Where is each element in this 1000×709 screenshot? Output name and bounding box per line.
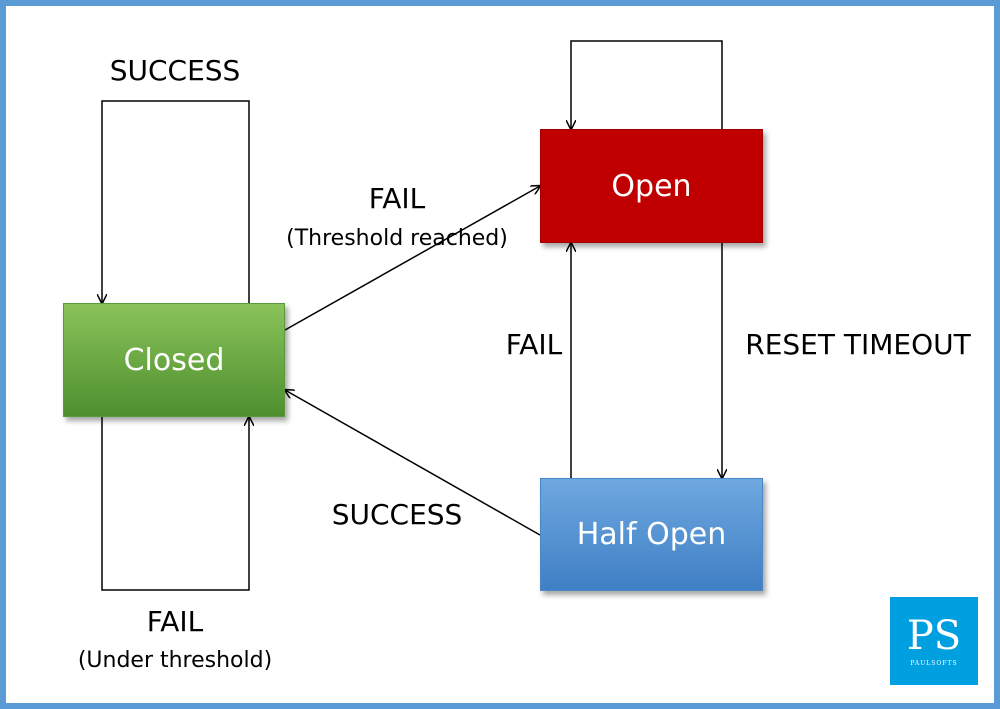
logo-mark: PS <box>906 612 962 659</box>
closed-success-loop <box>102 100 250 303</box>
state-open-label: Open <box>611 168 692 204</box>
state-open: Open <box>540 129 763 243</box>
state-half-open: Half Open <box>540 478 763 591</box>
halfopen-to-closed-label: SUCCESS <box>331 498 463 531</box>
closed-success-label: SUCCESS <box>109 54 241 87</box>
halfopen-to-closed-arrow <box>285 390 541 536</box>
halfopen-to-open-label: FAIL <box>505 328 563 361</box>
open-self-loop <box>571 40 723 129</box>
open-to-halfopen-label: RESET TIMEOUT <box>745 328 971 361</box>
logo-brand: PAULSOFTS <box>910 659 958 667</box>
state-closed-label: Closed <box>123 342 225 378</box>
state-half-open-label: Half Open <box>576 517 727 552</box>
closed-to-open-label: FAIL <box>368 182 426 215</box>
closed-to-open-note: (Threshold reached) <box>286 226 508 251</box>
state-closed: Closed <box>63 303 285 417</box>
closed-fail-loop <box>101 417 249 591</box>
closed-fail-note: (Under threshold) <box>77 648 273 673</box>
paulsofts-logo: PS PAULSOFTS <box>890 597 978 685</box>
closed-to-open-arrow <box>284 186 540 331</box>
closed-fail-label: FAIL <box>146 605 204 638</box>
